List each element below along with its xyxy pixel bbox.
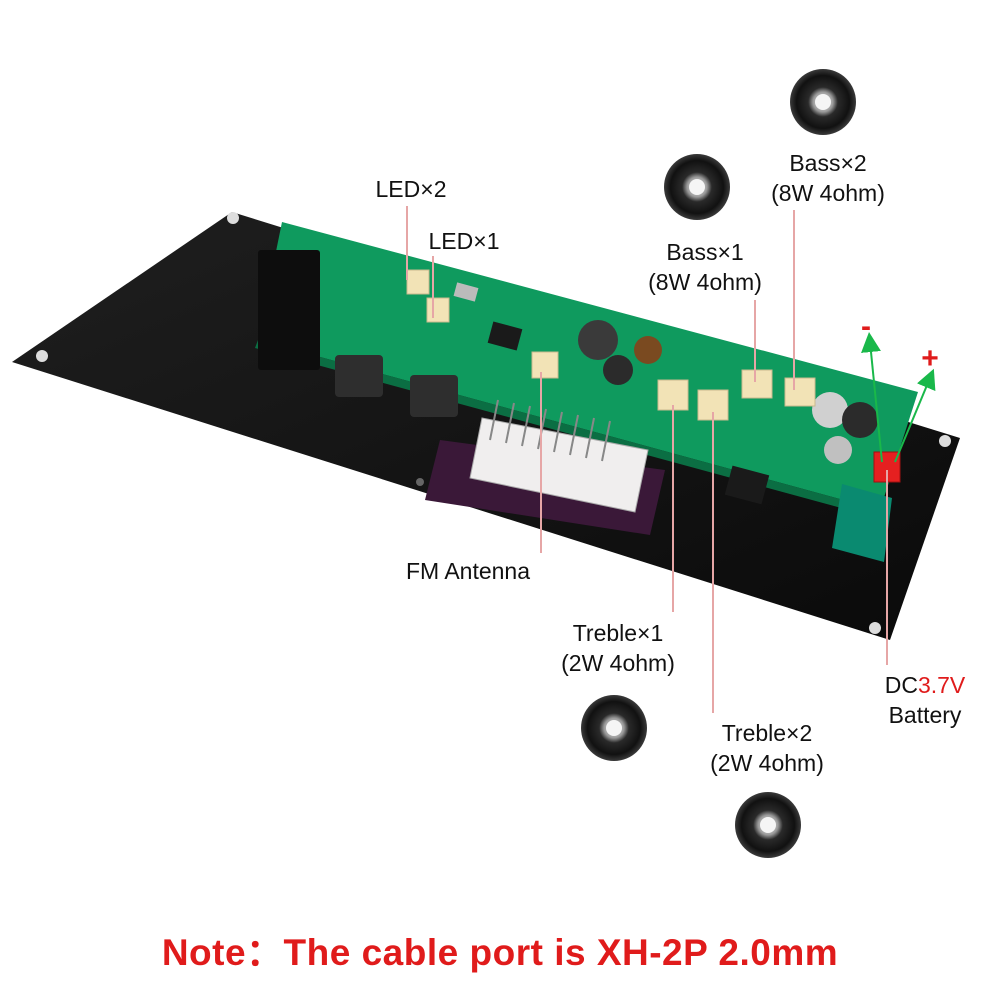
ic-chip <box>724 465 770 505</box>
potentiometer <box>832 484 892 562</box>
led2-label: LED×2 <box>375 176 447 202</box>
usb-port <box>335 355 383 397</box>
mount-hole <box>869 622 881 634</box>
inductor <box>634 336 662 364</box>
minus-sign: - <box>861 310 871 343</box>
speaker-icon <box>790 69 856 135</box>
dc-voltage: 3.7V <box>917 672 966 698</box>
bass1-connector <box>741 369 773 399</box>
mount-hole <box>939 435 951 447</box>
leader-lines <box>406 206 888 713</box>
fm-antenna-label: FM Antenna <box>405 558 531 584</box>
mount-hole <box>416 478 424 486</box>
fm-connector <box>531 351 559 379</box>
dc-battery-label: DC3.7V Battery <box>885 670 966 730</box>
led1-connector <box>426 297 450 323</box>
capacitor <box>812 392 848 428</box>
capacitor <box>603 355 633 385</box>
plus-arrow <box>894 368 936 463</box>
led1-label: LED×1 <box>428 228 500 254</box>
ribbon-connector <box>469 417 649 513</box>
dc-prefix: DC <box>884 672 918 698</box>
bass2-connector <box>784 377 816 407</box>
ic-chip <box>453 282 479 302</box>
led2-connector <box>406 269 430 295</box>
speaker-icon <box>735 792 801 858</box>
power-switch <box>258 250 320 370</box>
speaker-icon <box>664 154 730 220</box>
capacitor <box>842 402 878 438</box>
capacitor <box>824 436 852 464</box>
bass1-label: Bass×1 (8W 4ohm) <box>648 239 762 295</box>
ic-chip <box>487 321 523 351</box>
capacitor <box>578 320 618 360</box>
treble2-label: Treble×2 (2W 4ohm) <box>710 720 824 776</box>
minus-arrow <box>861 332 883 463</box>
treble1-label: Treble×1 (2W 4ohm) <box>561 620 675 676</box>
cable-port-note: Note：The cable port is XH-2P 2.0mm <box>161 932 839 973</box>
bass2-label: Bass×2 (8W 4ohm) <box>771 150 885 206</box>
battery-word: Battery <box>888 702 962 728</box>
plus-sign: + <box>921 342 939 375</box>
speaker-icon <box>581 695 647 761</box>
mount-hole <box>227 212 239 224</box>
mount-hole <box>36 350 48 362</box>
usb-port <box>410 375 458 417</box>
ribbon-pins <box>489 399 611 462</box>
